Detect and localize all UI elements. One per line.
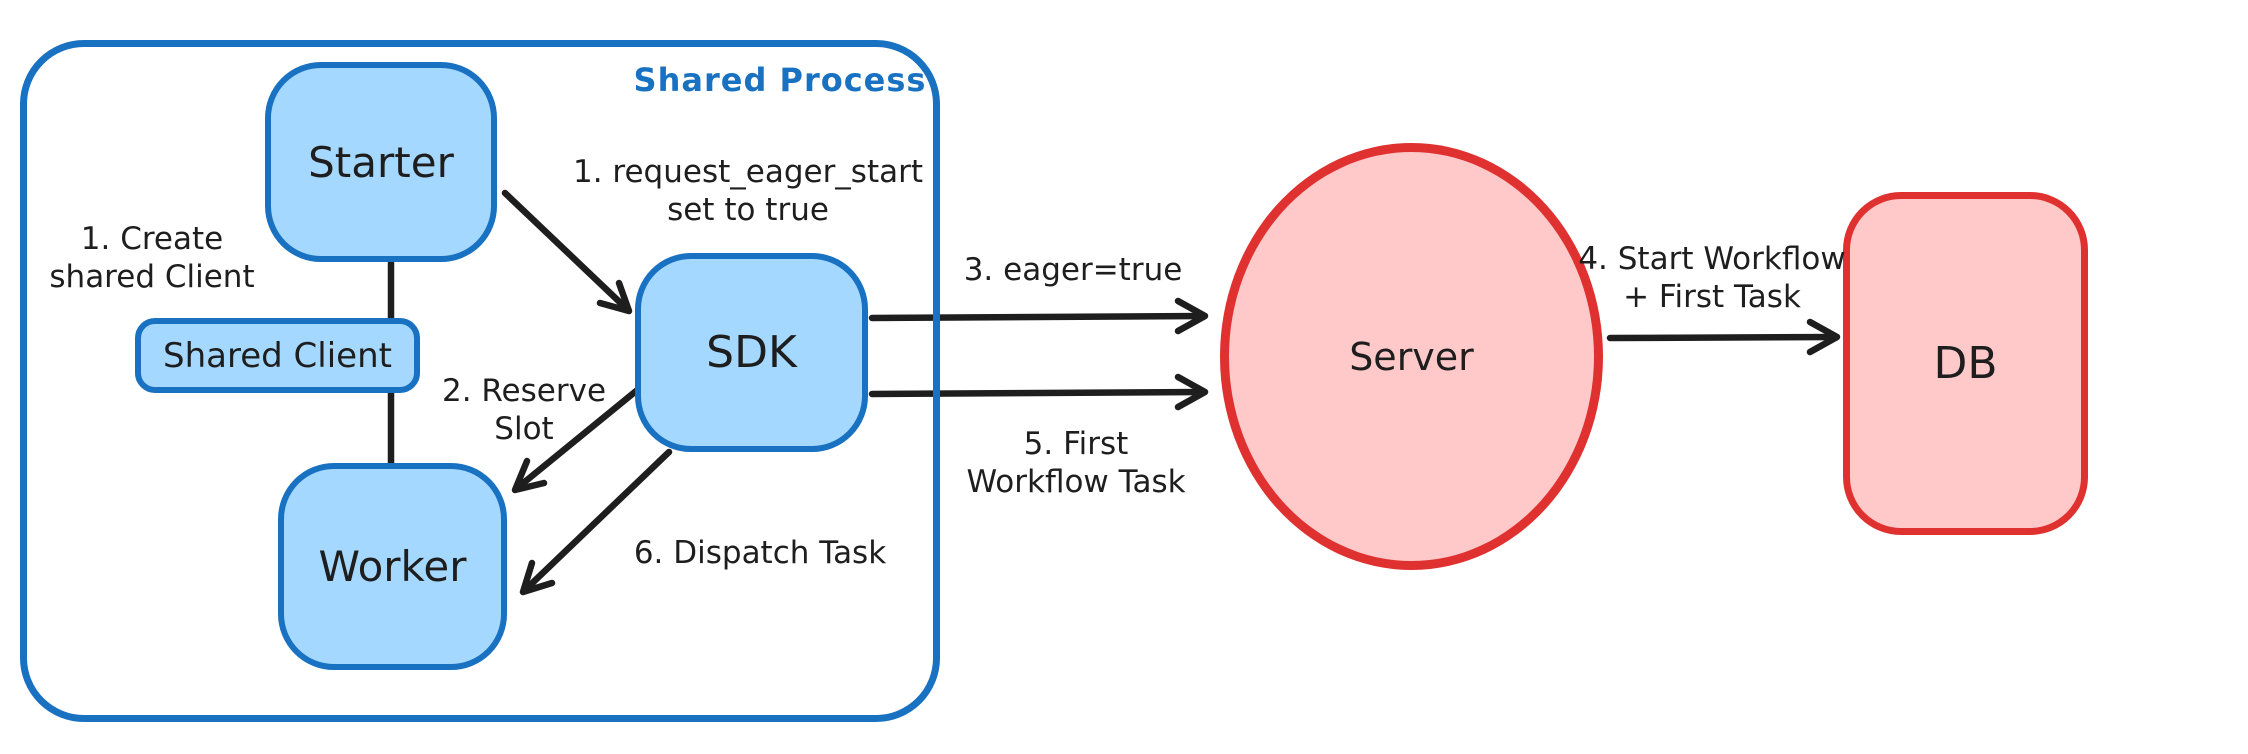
- worker-node-label: Worker: [318, 542, 467, 591]
- arrow-server-to-db: [1606, 318, 1841, 356]
- annotation-dispatch-task: 6. Dispatch Task: [634, 534, 886, 572]
- annotation-first-workflow-task: 5. First Workflow Task: [966, 425, 1185, 501]
- annotation-line: set to true: [667, 192, 829, 228]
- arrow-sdk-to-worker-reserve: [511, 383, 645, 494]
- annotation-request-eager-start: 1. request_eager_start set to true: [573, 153, 923, 229]
- annotation-start-workflow: 4. Start Workflow + First Task: [1578, 240, 1845, 316]
- annotation-line: 5. First: [1023, 426, 1129, 462]
- annotation-reserve-slot: 2. Reserve Slot: [442, 372, 606, 448]
- arrow-sdk-to-server-first-task: [868, 373, 1209, 411]
- sdk-node: SDK: [635, 253, 868, 452]
- sdk-node-label: SDK: [706, 327, 797, 378]
- annotation-create-shared-client: 1. Create shared Client: [49, 220, 254, 296]
- db-node: DB: [1843, 192, 2088, 535]
- arrow-starter-to-sdk: [501, 189, 633, 315]
- arrow-sdk-to-server-eager: [868, 297, 1209, 335]
- annotation-line: Slot: [494, 411, 554, 447]
- annotation-line: 6. Dispatch Task: [633, 535, 887, 571]
- starter-node-label: Starter: [308, 137, 454, 187]
- annotation-line: Workflow Task: [966, 464, 1186, 500]
- shared-client-node: Shared Client: [135, 318, 420, 393]
- server-node: Server: [1220, 143, 1603, 570]
- starter-node: Starter: [265, 62, 497, 262]
- annotation-line: 3. eager=true: [963, 252, 1183, 288]
- worker-node: Worker: [278, 463, 507, 670]
- server-node-label: Server: [1349, 334, 1474, 379]
- shared-process-container: Shared Process: [20, 40, 940, 722]
- annotation-line: 2. Reserve: [441, 373, 607, 409]
- annotation-line: 4. Start Workflow: [1578, 241, 1846, 277]
- shared-client-node-label: Shared Client: [163, 335, 392, 376]
- shared-process-label: Shared Process: [633, 61, 927, 99]
- annotation-line: 1. request_eager_start: [572, 154, 924, 190]
- db-node-label: DB: [1933, 338, 1998, 389]
- arrow-sdk-to-worker-dispatch: [519, 448, 673, 596]
- annotation-line: shared Client: [49, 259, 255, 295]
- annotation-line: + First Task: [1623, 279, 1801, 315]
- annotation-eager-true: 3. eager=true: [964, 251, 1183, 289]
- annotation-line: 1. Create: [80, 221, 224, 257]
